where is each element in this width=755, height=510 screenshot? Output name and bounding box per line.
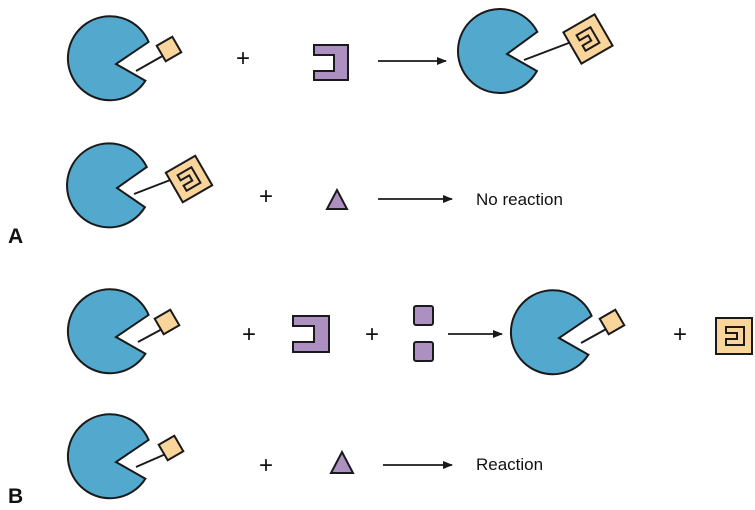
result-reaction: Reaction bbox=[476, 455, 543, 474]
panel-label-a: A bbox=[8, 225, 23, 248]
enzyme-pacman-icon bbox=[66, 288, 150, 375]
u-shaped-receptor-icon bbox=[292, 315, 330, 353]
enzyme-pacman-icon bbox=[66, 15, 150, 102]
small-square-molecule-icon bbox=[413, 341, 434, 362]
substrate-square-icon bbox=[157, 434, 185, 462]
bound-square-group-icon bbox=[715, 317, 753, 355]
plus-sign: + bbox=[259, 452, 273, 479]
row-a1: + bbox=[66, 8, 614, 102]
linker-stick bbox=[523, 40, 575, 61]
row-b2: + Reaction bbox=[66, 413, 543, 500]
linker-stick bbox=[137, 327, 165, 343]
linker-stick bbox=[135, 452, 169, 468]
substrate-square-icon bbox=[155, 35, 183, 63]
plus-sign: + bbox=[242, 321, 256, 348]
linker-stick bbox=[580, 327, 609, 344]
plus-sign: + bbox=[259, 183, 273, 210]
panel-label-b: B bbox=[8, 485, 23, 508]
enzyme-pacman-icon bbox=[509, 289, 593, 376]
substrate-square-icon bbox=[598, 308, 626, 336]
row-b1: + + + bbox=[66, 288, 753, 376]
bound-square-group-icon bbox=[562, 13, 614, 65]
plus-sign: + bbox=[365, 321, 379, 348]
u-shaped-receptor-icon bbox=[313, 44, 349, 81]
substrate-square-icon bbox=[153, 308, 181, 336]
triangle-molecule-icon bbox=[329, 449, 355, 474]
linker-stick bbox=[135, 53, 167, 72]
plus-sign: + bbox=[236, 45, 250, 72]
bound-square-group-icon bbox=[164, 154, 214, 204]
enzyme-pacman-icon bbox=[66, 142, 149, 229]
triangle-molecule-icon bbox=[325, 187, 349, 210]
plus-sign: + bbox=[673, 321, 687, 348]
small-square-molecule-icon bbox=[413, 305, 434, 326]
enzyme-pacman-icon bbox=[66, 413, 150, 500]
result-no-reaction: No reaction bbox=[476, 190, 563, 209]
row-a2: + No reaction bbox=[66, 142, 563, 229]
enzyme-pacman-icon bbox=[456, 8, 539, 94]
